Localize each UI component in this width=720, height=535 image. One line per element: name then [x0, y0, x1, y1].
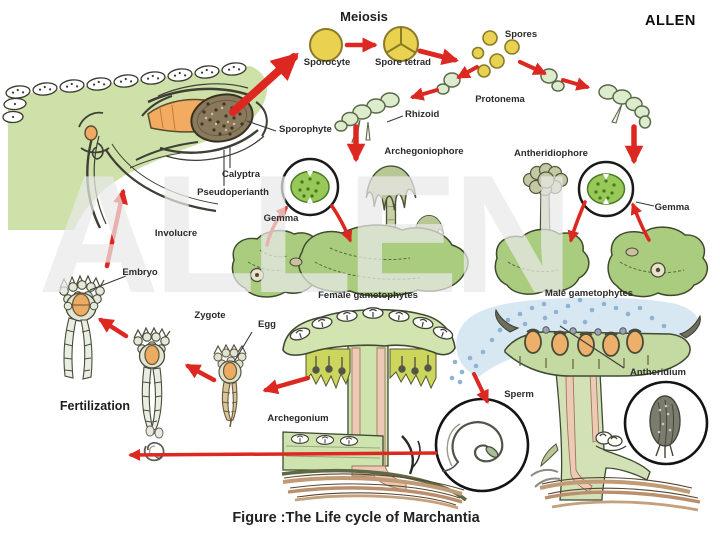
- rhizoid-leader: [386, 115, 404, 123]
- antheridium-circle-illustration: [623, 380, 709, 466]
- arrow-sperm-to-fertilization: [128, 448, 438, 461]
- label-female-gametophytes: Female gametophytes: [318, 290, 418, 301]
- leader-lines: [89, 115, 655, 369]
- egg-archegonium-illustration: [213, 343, 247, 428]
- label-involucre: Involucre: [154, 228, 198, 239]
- arrow-germination-to-protonema-right: [561, 77, 591, 91]
- sporophyte-leader: [246, 120, 277, 132]
- female-gametophytes-illustration: [231, 165, 469, 298]
- arrow-water-to-sperm-circle: [472, 372, 489, 404]
- arrow-sporophyte-to-sporocyte: [229, 52, 299, 116]
- arrow-gemma-right-to-thallus: [567, 200, 587, 243]
- label-rhizoid: Rhizoid: [405, 109, 440, 120]
- thallus-with-sporophyte-illustration: [2, 62, 268, 230]
- label-antheridiophore: Antheridiophore: [514, 148, 588, 159]
- label-pseudoperianth: Pseudoperianth: [197, 187, 269, 198]
- arrow-embryo-to-thallus: [104, 188, 129, 269]
- label-protonema: Protonema: [475, 94, 525, 105]
- protonema-right-illustration: [598, 84, 652, 129]
- spores-cluster: [471, 30, 520, 78]
- spore-tetrad-cell: [383, 26, 419, 62]
- germinating-spore-left: [436, 72, 461, 95]
- gemma-right-leader: [635, 201, 655, 207]
- egg-leader: [233, 331, 253, 363]
- label-sporocyte: Sporocyte: [303, 57, 351, 68]
- label-spores: Spores: [504, 29, 538, 40]
- calyptra-perianth-arcs: [78, 83, 268, 229]
- label-antheridium: Antheridium: [630, 367, 686, 378]
- archegonium-ball: [84, 125, 98, 141]
- label-gemma-right: Gemma: [654, 202, 690, 213]
- label-sperm: Sperm: [504, 389, 534, 400]
- embryo-leader: [89, 275, 127, 291]
- allen-logo: ALLEN: [645, 13, 696, 29]
- antheridiophore-disc: [522, 162, 569, 197]
- label-fertilization: Fertilization: [59, 399, 131, 413]
- rhizoids-male-base: [530, 468, 701, 512]
- gemma-cup-left-illustration: [280, 157, 340, 217]
- label-archegonium: Archegonium: [267, 413, 329, 424]
- arrow-section-to-egg: [262, 375, 311, 395]
- embryo-illustration: [59, 274, 105, 380]
- label-spore-tetrad: Spore tetrad: [375, 57, 431, 68]
- arrow-gemma-left-to-thallus: [330, 204, 353, 243]
- cycle-arrows: [97, 37, 651, 461]
- label-meiosis: Meiosis: [340, 9, 388, 24]
- arrow-spores-to-right-germination: [518, 60, 547, 75]
- arrow-thallus-to-gemma-left: [265, 205, 288, 247]
- thallus-air-chambers: [2, 62, 247, 124]
- sperm-circle-illustration: [434, 397, 530, 493]
- antheridium-leader: [559, 325, 625, 369]
- label-calyptra: Calyptra: [221, 169, 261, 180]
- arrow-thallus-to-gemma-right: [630, 202, 651, 242]
- label-archegoniophore: Archegoniophore: [384, 146, 464, 157]
- arrow-egg-to-zygote: [184, 363, 217, 383]
- archegoniophore-section-illustration: [281, 307, 468, 510]
- zygote-illustration: [133, 326, 171, 435]
- label-sporophyte: Sporophyte: [279, 124, 332, 135]
- label-egg: Egg: [258, 319, 276, 330]
- arrow-germination-to-protonema-left: [409, 87, 439, 101]
- gemma-cup-right-illustration: [577, 160, 635, 218]
- sporocyte-cell: [309, 28, 343, 62]
- figure-caption: Figure :The Life cycle of Marchantia: [232, 510, 480, 526]
- label-male-gametophytes: Male gametophytes: [544, 288, 634, 299]
- male-gametophytes-illustration: [494, 162, 709, 298]
- label-embryo: Embryo: [122, 267, 158, 278]
- label-gemma-left: Gemma: [263, 213, 299, 224]
- antheridia-row: [519, 326, 649, 369]
- rhizoids-female-base: [281, 468, 468, 510]
- protonema-left-illustration: [334, 92, 400, 143]
- arrow-tetrad-to-spores: [417, 48, 459, 65]
- label-zygote: Zygote: [194, 310, 226, 321]
- arrow-zygote-to-embryo: [97, 317, 129, 339]
- sperm-dots: [449, 297, 667, 385]
- arrow-spores-to-left-germination: [456, 65, 479, 79]
- spore-stages: [309, 26, 520, 78]
